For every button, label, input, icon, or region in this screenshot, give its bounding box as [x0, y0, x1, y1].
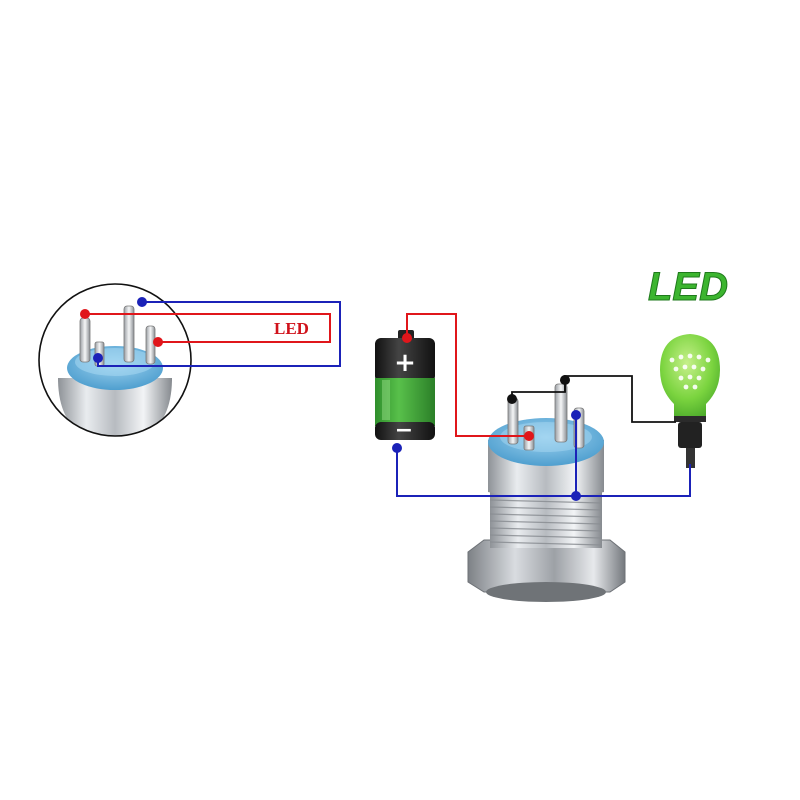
switch-terminals-icon	[39, 284, 191, 436]
battery-positive-dot	[402, 333, 412, 343]
switch-led-pin-dot	[524, 431, 534, 441]
switch-no-pin-dot	[507, 394, 517, 404]
led-bulb-icon	[660, 334, 720, 468]
battery-minus-sign: −	[395, 418, 413, 443]
inset-red-wire	[85, 313, 331, 343]
inset-blue-dot-bottom	[93, 353, 103, 363]
switch-nc-pin-dot	[560, 375, 570, 385]
inset-circle	[38, 283, 192, 437]
blue-negative-wire	[396, 448, 691, 497]
black-switch-wire	[511, 375, 676, 423]
inset-led-label: LED	[274, 319, 309, 338]
battery-negative-dot	[392, 443, 402, 453]
inset-blue-wire	[97, 301, 341, 367]
led-logo-text: LED	[648, 265, 728, 309]
battery-plus-sign: +	[394, 348, 416, 378]
battery-icon	[375, 330, 435, 440]
switch-common-pin-dot	[571, 410, 581, 420]
inset-blue-dot-top	[137, 297, 147, 307]
inset-magnifier	[38, 283, 192, 437]
metal-push-button-switch-icon	[467, 383, 626, 602]
red-positive-wire	[406, 313, 529, 437]
inset-red-dot-right	[153, 337, 163, 347]
inset-red-dot-left	[80, 309, 90, 319]
switch-junction-dot	[571, 491, 581, 501]
